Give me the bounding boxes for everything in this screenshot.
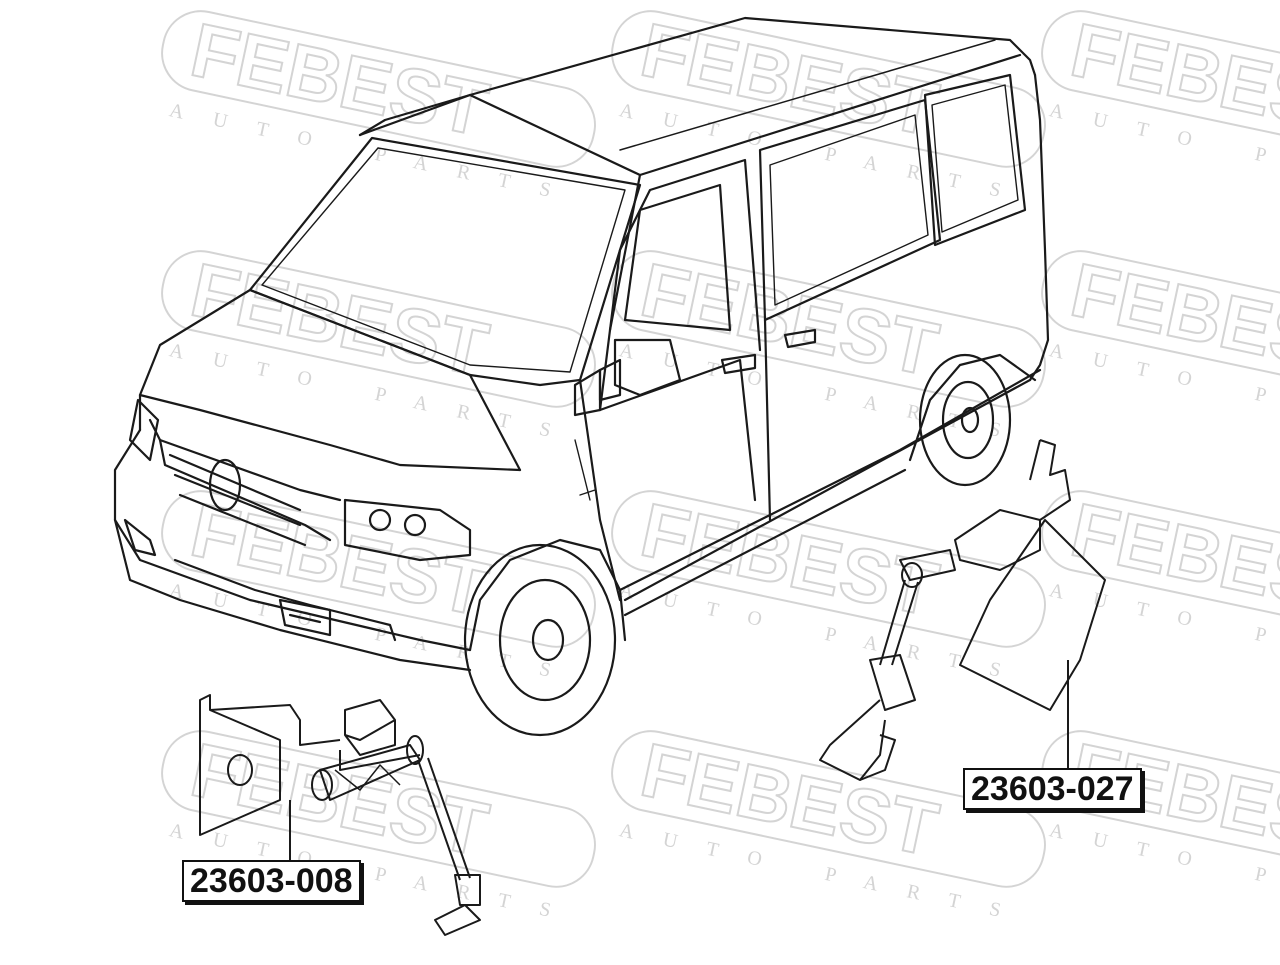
part-number-label-23603-027: 23603-027 [963,768,1142,810]
van-illustration [113,16,1050,737]
sensor-23603-027-drawing [819,439,1106,781]
sensor-23603-008-drawing [199,694,481,936]
part-number-label-23603-008: 23603-008 [182,860,361,902]
